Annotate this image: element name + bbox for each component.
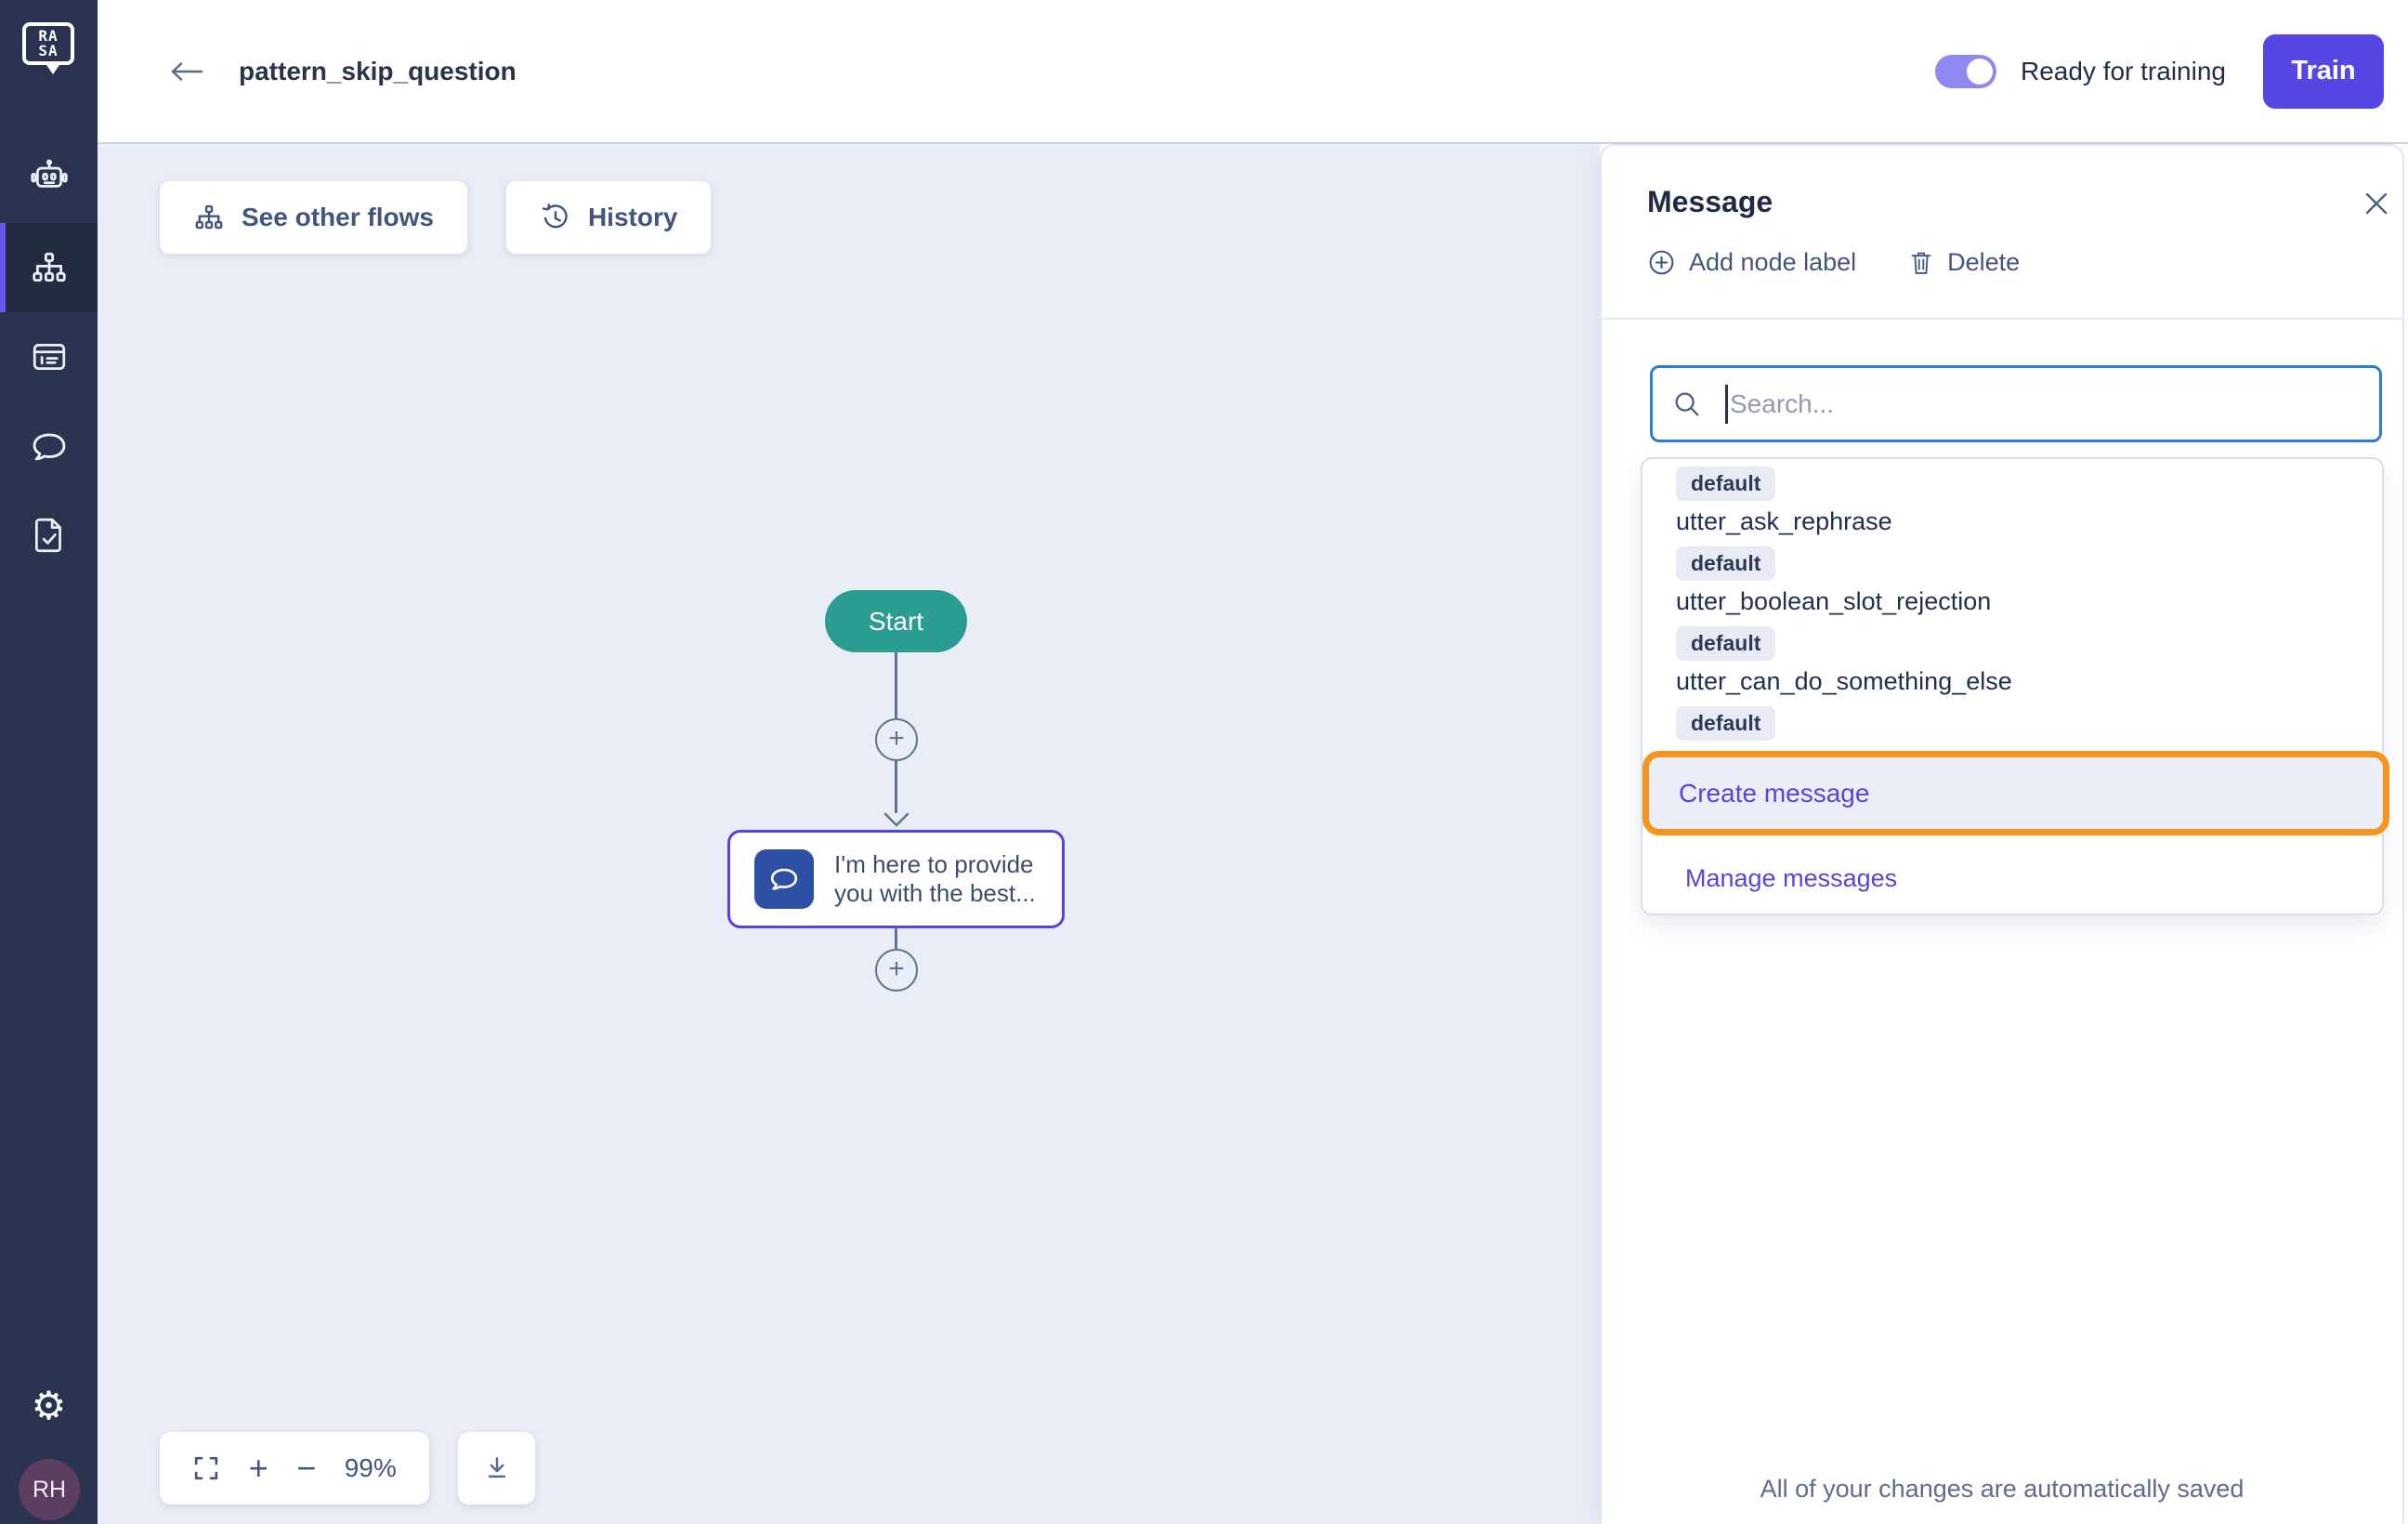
utterance-name: utter_boolean_slot_rejection [1676, 587, 1992, 615]
zoom-in-button[interactable]: + [248, 1449, 268, 1487]
start-node[interactable]: Start [825, 590, 967, 652]
sidebar: RA SA [0, 0, 98, 1524]
message-dropdown: default utter_ask_rephrase default utter… [1641, 457, 2384, 915]
sidebar-item-tests[interactable] [0, 491, 98, 580]
history-button[interactable]: History [505, 181, 712, 254]
avatar[interactable]: RH [19, 1459, 80, 1520]
gear-icon: ⚙ [31, 1384, 67, 1427]
ready-for-training-label: Ready for training [2020, 56, 2226, 85]
panel-title: Message [1647, 185, 1773, 218]
message-bubble-icon [754, 849, 814, 909]
utterance-name: utter_ask_rephrase [1676, 507, 1892, 535]
sidebar-item-flows[interactable] [0, 223, 98, 312]
history-label: History [587, 203, 678, 231]
list-item[interactable]: default [1676, 706, 2382, 751]
add-step-button[interactable]: + [875, 718, 918, 761]
add-step-button[interactable]: + [875, 949, 918, 992]
content-card-icon [30, 337, 69, 376]
flow-canvas[interactable]: See other flows History Start + [98, 144, 1600, 1524]
delete-node-button[interactable]: Delete [1908, 248, 2020, 277]
close-panel-button[interactable] [2362, 189, 2393, 220]
text-cursor [1725, 384, 1728, 424]
list-item[interactable]: default utter_can_do_something_else [1676, 626, 2382, 706]
domain-badge: default [1676, 546, 1776, 581]
document-check-icon [30, 516, 69, 555]
canvas-zoom-toolbar: + − 99% [160, 1432, 429, 1504]
connector-line [895, 652, 897, 718]
message-node-text: I'm here to provide you with the best... [834, 849, 1036, 907]
trash-icon [1911, 252, 1931, 274]
zoom-level: 99% [344, 1453, 397, 1482]
page-title: pattern_skip_question [239, 56, 517, 85]
fullscreen-icon [195, 1456, 218, 1480]
rasa-logo-icon: RA SA [22, 22, 74, 65]
search-icon [1675, 392, 1699, 415]
autosave-note: All of your changes are automatically sa… [1760, 1475, 2244, 1503]
rasa-logo[interactable]: RA SA [22, 22, 76, 78]
history-clock-icon [542, 204, 568, 229]
settings-button[interactable]: ⚙ [0, 1386, 98, 1425]
message-node[interactable]: I'm here to provide you with the best... [727, 830, 1065, 928]
plus-circle-icon [1649, 250, 1674, 275]
back-button[interactable] [168, 56, 209, 87]
toggle-knob [1966, 58, 1993, 85]
flows-mini-icon [195, 204, 223, 230]
sidebar-item-conversations[interactable] [0, 401, 98, 491]
chat-bubble-icon [29, 426, 70, 466]
sidebar-item-assistant[interactable] [0, 134, 98, 223]
delete-label: Delete [1947, 248, 2021, 276]
fit-view-button[interactable] [192, 1454, 220, 1482]
avatar-initials: RH [32, 1476, 67, 1503]
list-item[interactable]: default utter_ask_rephrase [1676, 466, 2382, 546]
domain-badge: default [1676, 466, 1776, 501]
add-node-label-button[interactable]: Add node label [1647, 248, 1856, 277]
message-search-box [1650, 365, 2382, 442]
train-button[interactable]: Train [2263, 33, 2384, 109]
see-other-flows-label: See other flows [242, 203, 434, 231]
connector-line [895, 759, 897, 813]
start-node-label: Start [868, 606, 924, 636]
domain-badge: default [1676, 706, 1776, 741]
message-properties-panel: Message Add node label [1600, 144, 2404, 1524]
sidebar-item-content[interactable] [0, 312, 98, 401]
top-header: pattern_skip_question Ready for training… [98, 0, 2408, 144]
connector-line [895, 927, 897, 949]
ready-for-training-toggle[interactable] [1934, 54, 1996, 88]
domain-badge: default [1676, 626, 1776, 661]
create-message-label: Create message [1679, 778, 1870, 808]
download-icon [488, 1457, 505, 1478]
list-item[interactable]: default utter_boolean_slot_rejection [1676, 546, 2382, 626]
arrowhead-icon [883, 811, 910, 828]
utterance-name: utter_can_do_something_else [1676, 667, 2012, 695]
rasa-logo-tail [46, 65, 59, 74]
robot-icon [30, 159, 69, 198]
panel-divider [1602, 318, 2402, 320]
plus-icon: + [888, 953, 905, 984]
back-arrow-icon [171, 61, 203, 81]
search-input[interactable] [1730, 388, 2361, 419]
create-message-button[interactable]: Create message [1642, 751, 2389, 835]
plus-icon: + [888, 723, 905, 754]
zoom-out-button[interactable]: − [296, 1449, 317, 1487]
see-other-flows-button[interactable]: See other flows [160, 181, 467, 254]
download-flow-button[interactable] [458, 1432, 535, 1504]
add-node-label-text: Add node label [1689, 248, 1857, 276]
close-icon [2365, 192, 2388, 215]
manage-messages-link[interactable]: Manage messages [1685, 864, 1898, 892]
flows-sitemap-icon [30, 248, 69, 287]
